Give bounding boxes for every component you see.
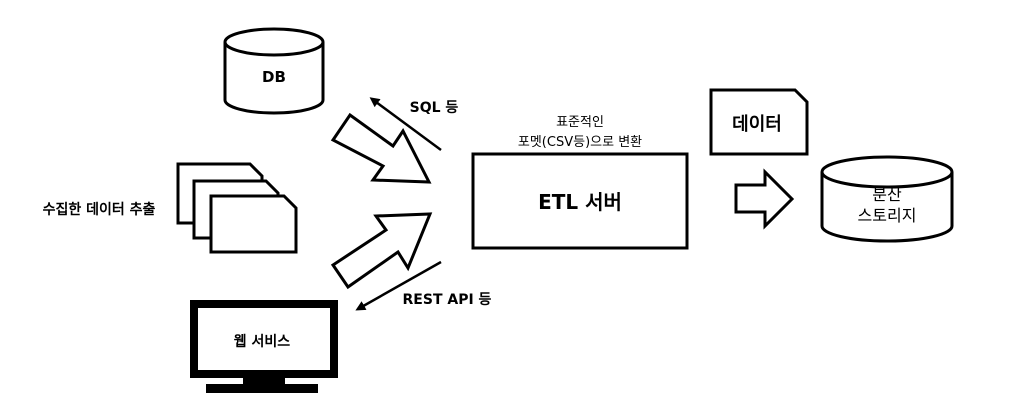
block-arrow-etl-to-storage (734, 168, 795, 230)
database-icon (223, 27, 325, 115)
block-arrow-db-to-etl (330, 112, 432, 184)
etl-server-box (471, 152, 689, 250)
sql-label: SQL 등 (410, 100, 459, 116)
format-caption-line2: 포멧(CSV등)으로 변환 (518, 135, 642, 150)
format-caption-line1: 표준적인 (556, 115, 604, 130)
data-document-label: 데이터 (732, 114, 782, 135)
storage-label-line1: 분산 (872, 185, 902, 204)
storage-label-line2: 스토리지 (858, 206, 917, 225)
block-arrow-web-to-etl (330, 212, 433, 290)
rest-request-arrow (355, 260, 442, 311)
etl-server-label: ETL 서버 (538, 190, 622, 214)
rest-api-label: REST API 등 (403, 292, 492, 308)
web-service-label: 웹 서비스 (234, 334, 291, 350)
sql-request-arrow (369, 97, 442, 152)
storage-cylinder-icon (820, 155, 954, 243)
data-document-icon (709, 88, 809, 156)
document-stack-icon (176, 162, 298, 254)
monitor-icon (190, 300, 338, 393)
db-label: DB (262, 68, 286, 86)
collected-data-label: 수집한 데이터 추출 (43, 201, 156, 218)
